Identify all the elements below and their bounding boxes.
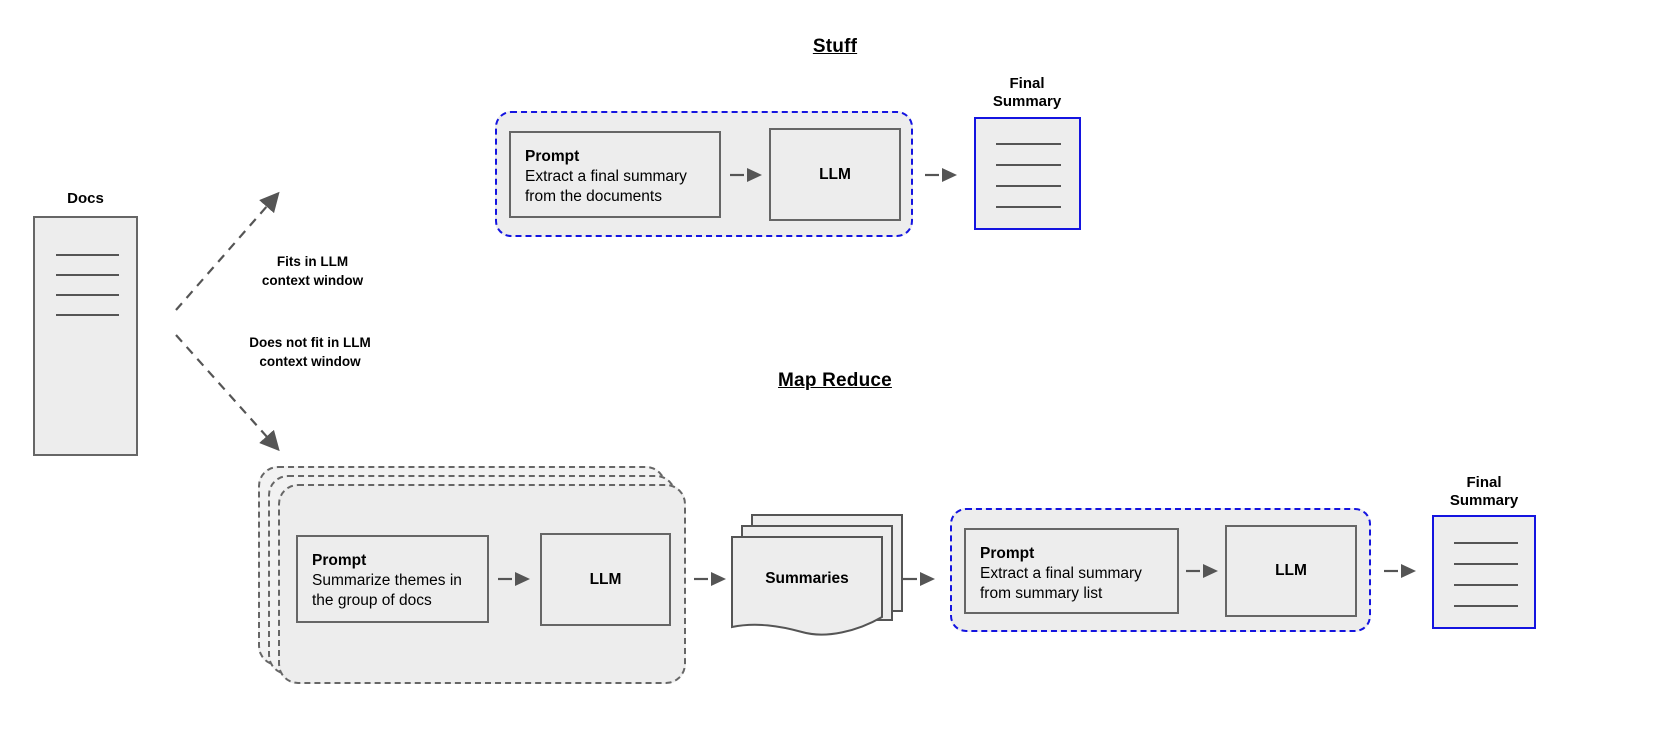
map-prompt-heading: Prompt: [312, 552, 367, 569]
stuff-arrow-prompt-to-llm: [730, 168, 762, 182]
reduce-summary-rule-2: [1454, 563, 1518, 565]
stuff-prompt-heading: Prompt: [525, 148, 580, 165]
reduce-prompt-heading: Prompt: [980, 545, 1035, 562]
map-llm-box: LLM: [540, 533, 671, 626]
map-reduce-title: Map Reduce: [778, 370, 892, 391]
docs-rule-4: [56, 314, 119, 316]
docs-rule-3: [56, 294, 119, 296]
summaries-arrow-to-reduce: [903, 572, 935, 586]
stuff-arrow-llm-to-summary: [925, 168, 957, 182]
stuff-prompt-box: Prompt Extract a final summary from the …: [509, 131, 721, 218]
stuff-llm-box: LLM: [769, 128, 901, 221]
stuff-title: Stuff: [812, 36, 858, 57]
map-llm-label: LLM: [589, 570, 622, 588]
reduce-summary-rule-1: [1454, 542, 1518, 544]
reduce-prompt-box: Prompt Extract a final summary from summ…: [964, 528, 1179, 614]
reduce-arrow-to-final-summary: [1384, 564, 1416, 578]
stuff-final-summary-label: Final Summary: [992, 75, 1062, 110]
stuff-summary-rule-3: [996, 185, 1061, 187]
reduce-summary-rule-3: [1454, 584, 1518, 586]
reduce-final-summary-label: Final Summary: [1449, 474, 1519, 509]
docs-label: Docs: [67, 190, 104, 207]
stuff-prompt-body: Extract a final summary from the documen…: [525, 168, 687, 205]
map-prompt-body: Summarize themes in the group of docs: [312, 572, 462, 609]
stuff-llm-label: LLM: [819, 165, 851, 183]
map-arrow-to-summaries: [694, 572, 726, 586]
reduce-summary-rule-4: [1454, 605, 1518, 607]
reduce-prompt-body: Extract a final summary from summary lis…: [980, 565, 1142, 602]
stuff-summary-rule-4: [996, 206, 1061, 208]
docs-box: [33, 216, 138, 456]
map-arrow-prompt-to-llm: [498, 572, 530, 586]
reduce-arrow-prompt-to-llm: [1186, 564, 1218, 578]
stuff-summary-rule-2: [996, 164, 1061, 166]
summaries-stack: [731, 514, 903, 636]
map-prompt-box: Prompt Summarize themes in the group of …: [296, 535, 489, 623]
stuff-summary-rule-1: [996, 143, 1061, 145]
docs-rule-1: [56, 254, 119, 256]
reduce-llm-label: LLM: [1275, 562, 1307, 579]
docs-rule-2: [56, 274, 119, 276]
branch-arrows: [175, 191, 280, 452]
stuff-final-summary-box: [974, 117, 1081, 230]
edge-label-fits: Fits in LLM context window: [261, 254, 364, 288]
reduce-llm-box: LLM: [1225, 525, 1357, 617]
edge-label-not-fits: Does not fit in LLM context window: [249, 335, 371, 369]
summaries-label: Summaries: [765, 570, 849, 587]
reduce-final-summary-box: [1432, 515, 1536, 629]
